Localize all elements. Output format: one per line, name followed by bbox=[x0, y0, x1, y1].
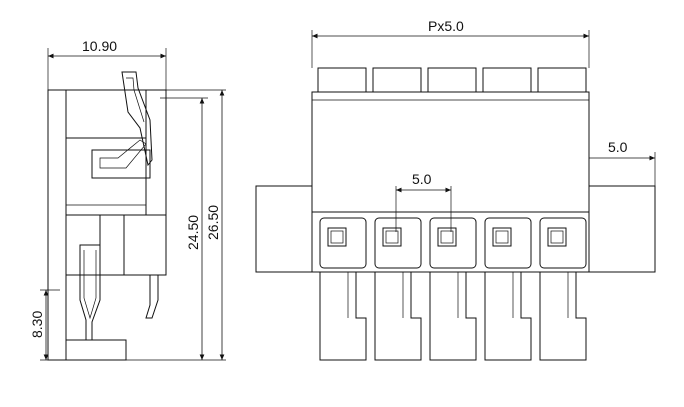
wire-entries bbox=[319, 217, 587, 269]
dim-label-pitch: 5.0 bbox=[412, 171, 432, 187]
side-view: 10.90 24.50 26.50 bbox=[29, 38, 226, 361]
dim-label-pitch-total: Px5.0 bbox=[428, 18, 464, 34]
dim-label-height-outer: 26.50 bbox=[205, 205, 221, 240]
dim-label-height-bottom: 8.30 bbox=[29, 311, 45, 338]
dim-label-height-inner: 24.50 bbox=[185, 215, 201, 250]
front-view: Px5.0 5.0 bbox=[255, 18, 656, 361]
bottom-legs bbox=[319, 272, 587, 361]
dim-label-width-top: 10.90 bbox=[82, 38, 117, 54]
top-latches bbox=[317, 67, 587, 93]
dim-label-side-offset: 5.0 bbox=[608, 139, 628, 155]
